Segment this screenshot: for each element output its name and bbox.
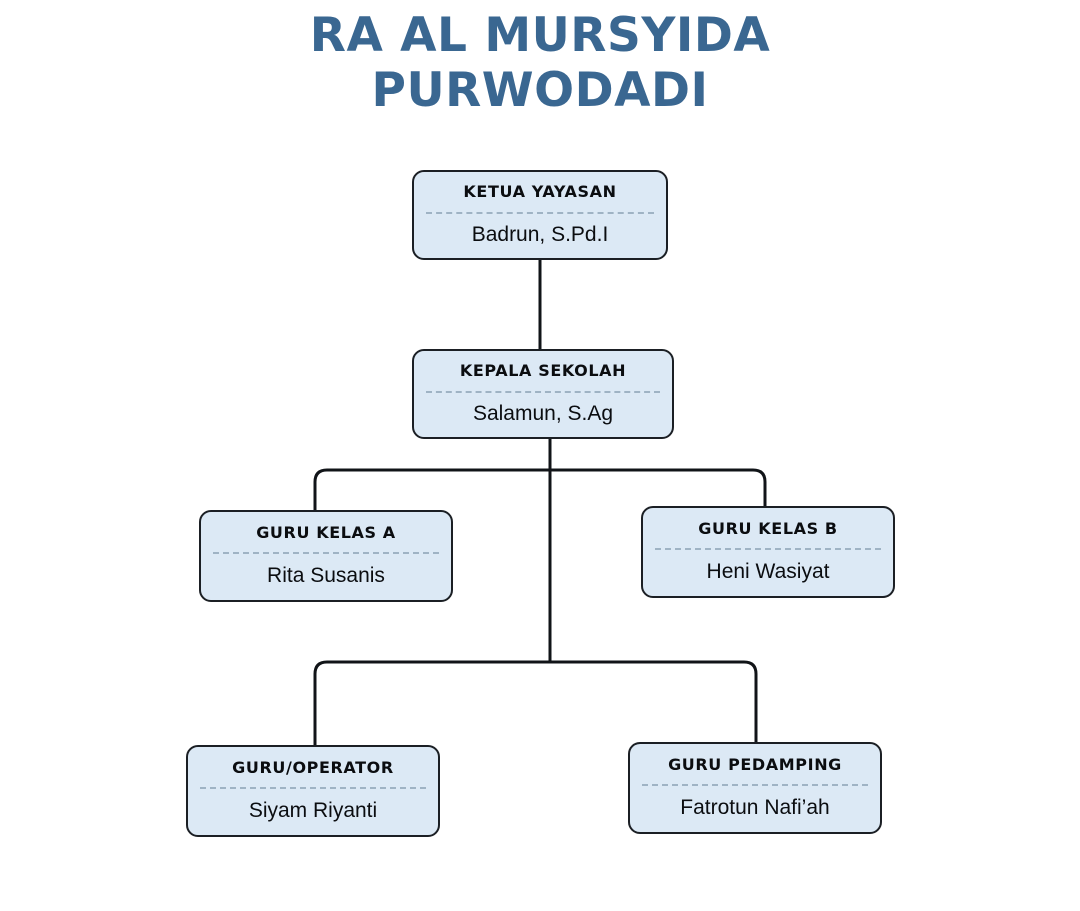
org-node-name: Salamun, S.Ag xyxy=(472,401,614,425)
org-node-name: Siyam Riyanti xyxy=(248,799,378,823)
org-node-kepala-sekolah[interactable]: KEPALA SEKOLAH Salamun, S.Ag xyxy=(412,349,674,439)
org-node-role: GURU PEDAMPING xyxy=(668,754,842,774)
org-node-role: GURU KELAS A xyxy=(256,522,396,542)
org-node-role: GURU KELAS B xyxy=(698,518,838,538)
org-node-role: GURU/OPERATOR xyxy=(232,757,394,777)
divider xyxy=(200,787,426,790)
org-node-role: KEPALA SEKOLAH xyxy=(459,361,627,381)
org-node-guru-pedamping[interactable]: GURU PEDAMPING Fatrotun Nafi’ah xyxy=(628,742,882,834)
org-node-name: Heni Wasiyat xyxy=(706,560,830,584)
divider xyxy=(426,390,660,393)
org-node-guru-operator[interactable]: GURU/OPERATOR Siyam Riyanti xyxy=(186,745,440,837)
divider xyxy=(655,548,881,551)
org-node-guru-kelas-b[interactable]: GURU KELAS B Heni Wasiyat xyxy=(641,506,895,598)
divider xyxy=(213,552,439,555)
org-node-guru-kelas-a[interactable]: GURU KELAS A Rita Susanis xyxy=(199,510,453,602)
org-node-ketua-yayasan[interactable]: KETUA YAYASAN Badrun, S.Pd.I xyxy=(412,170,668,260)
edge-bar-level4 xyxy=(313,660,758,745)
divider xyxy=(426,211,654,214)
org-node-name: Fatrotun Nafi’ah xyxy=(680,796,830,820)
org-node-role: KETUA YAYASAN xyxy=(463,182,617,202)
divider xyxy=(642,784,868,787)
org-node-name: Badrun, S.Pd.I xyxy=(471,222,609,246)
org-node-name: Rita Susanis xyxy=(267,564,385,588)
page-title: RA AL MURSYIDA PURWODADI xyxy=(309,8,771,118)
